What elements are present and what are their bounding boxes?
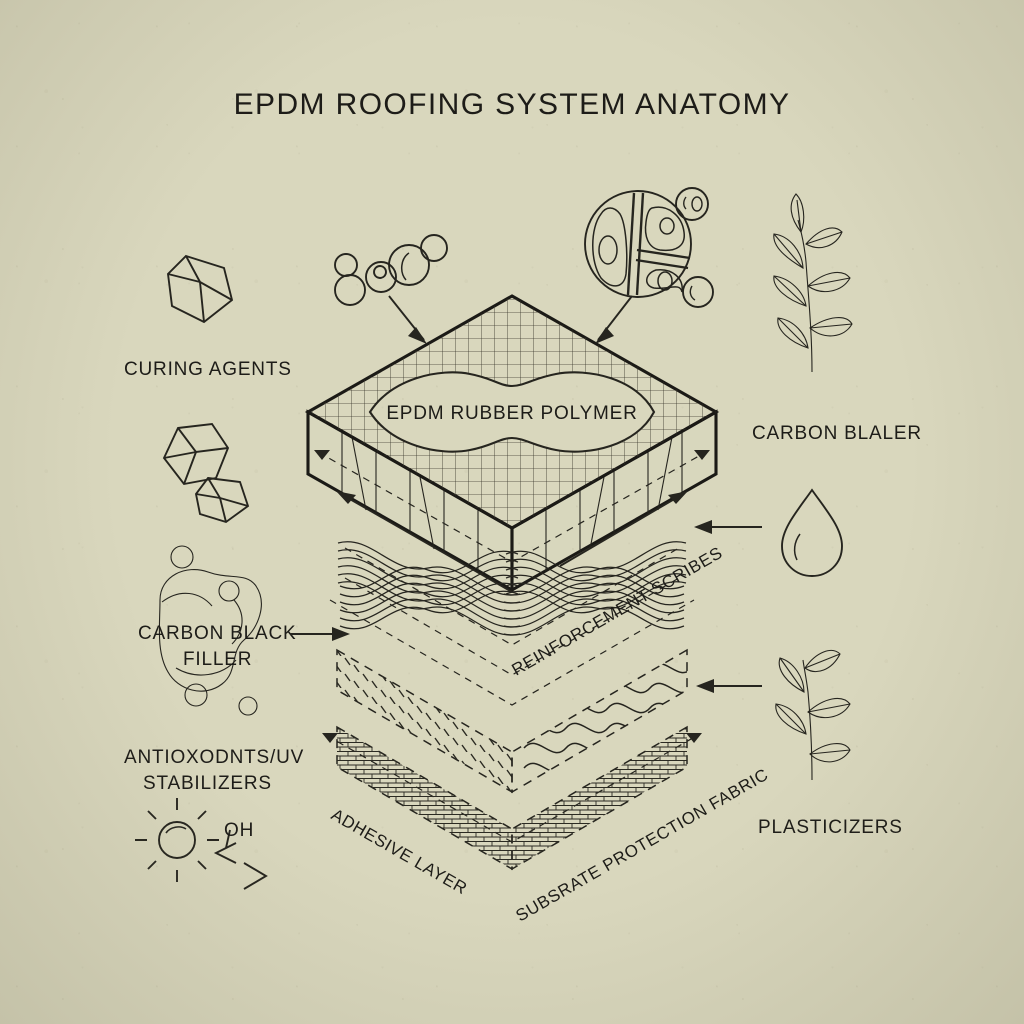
arrow-droplet-to-reinforcement (694, 520, 762, 534)
arrow-carbon-black-to-stack (290, 627, 350, 641)
leaf-sprig-icon (775, 650, 851, 781)
cell-structure-icon (584, 187, 714, 308)
page-title: EPDM ROOFING SYSTEM ANATOMY (234, 88, 791, 121)
sun-icon (135, 798, 219, 882)
bubble-cluster-icon (334, 234, 448, 306)
hydroxyl-label: OH (224, 820, 254, 841)
droplet-icon (781, 488, 843, 577)
crystal-gem-icon (166, 254, 234, 324)
hydroxyl-bond-icon (213, 829, 268, 890)
braid-texture (337, 541, 687, 636)
carbon-black-filler-label-line1: CARBON BLACK (138, 623, 296, 644)
arrow-leaf-to-adhesive (696, 679, 762, 693)
crystal-gem-icon-2 (162, 422, 230, 486)
carbon-blaler-label: CARBON BLALER (752, 423, 922, 444)
layer-substrate-protection-fabric[interactable]: SUBSRATE PROTECTION FABRIC (330, 722, 772, 925)
arrow-bubbles-to-slab (388, 295, 427, 344)
leaf-branch-icon (773, 193, 853, 373)
slab-side-ticks-right (545, 432, 683, 571)
crystal-gem-icon-3 (194, 476, 250, 524)
plasticizers-label: PLASTICIZERS (758, 817, 903, 838)
molecule-cluster-icon (158, 545, 262, 716)
epdm-callout-blob (368, 371, 656, 453)
curing-agents-label: CURING AGENTS (124, 359, 292, 380)
slab-side-ticks-left (341, 432, 479, 571)
arrow-cell-to-slab (595, 295, 633, 344)
epdm-layer-label: EPDM RUBBER POLYMER (386, 403, 637, 424)
antioxidants-label-line2: STABILIZERS (143, 773, 272, 794)
carbon-black-filler-label-line2: FILLER (183, 649, 252, 670)
antioxidants-label-line1: ANTIOXODNTS/UV (124, 747, 304, 768)
